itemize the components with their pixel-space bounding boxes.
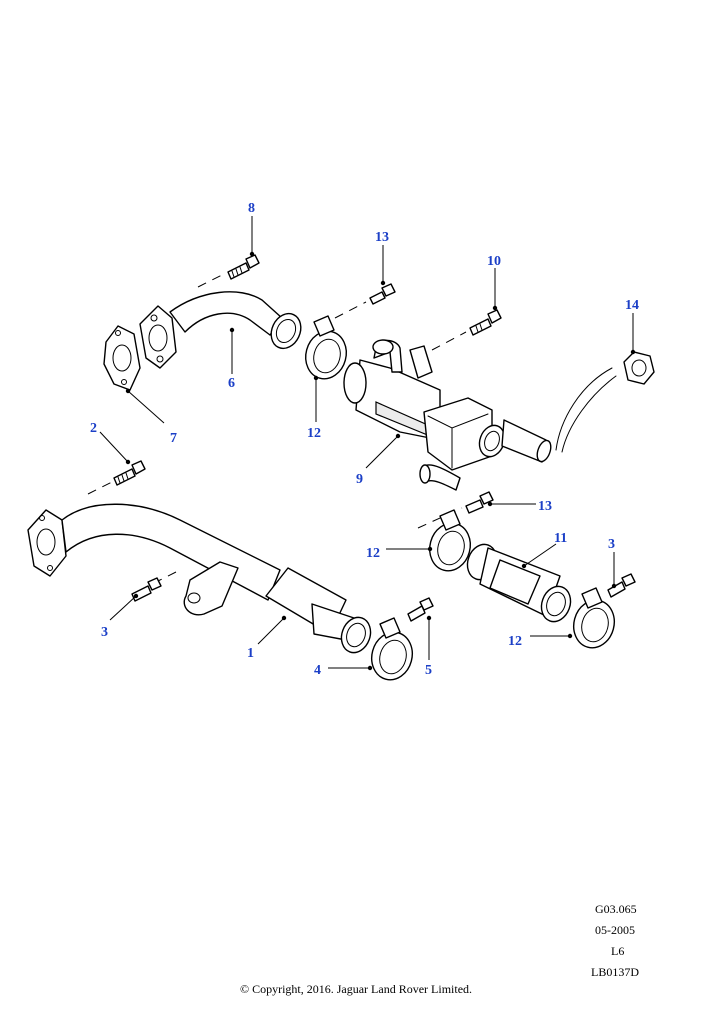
callout-13-lower[interactable]: 13 xyxy=(538,499,552,514)
callout-6[interactable]: 6 xyxy=(228,376,235,391)
callout-5[interactable]: 5 xyxy=(425,663,432,678)
callout-1[interactable]: 1 xyxy=(247,646,254,661)
callout-3-right[interactable]: 3 xyxy=(608,537,615,552)
bolt-5 xyxy=(407,597,434,622)
drawing-number: LB0137D xyxy=(591,965,639,979)
callout-10[interactable]: 10 xyxy=(487,254,501,269)
leader-lines xyxy=(99,216,636,671)
bolt-13-lower xyxy=(417,491,494,529)
bolt-8 xyxy=(197,254,260,288)
copyright-notice: © Copyright, 2016. Jaguar Land Rover Lim… xyxy=(239,982,473,996)
drawing-date: 05-2005 xyxy=(595,923,635,937)
clamp-12-middle xyxy=(429,509,471,572)
callout-8[interactable]: 8 xyxy=(248,201,255,216)
callout-2[interactable]: 2 xyxy=(90,421,97,436)
bolt-13-top xyxy=(334,283,396,319)
callout-11[interactable]: 11 xyxy=(554,531,567,546)
gasket-7 xyxy=(103,325,141,391)
pipe-1 xyxy=(27,503,372,654)
callout-12-middle[interactable]: 12 xyxy=(366,546,380,561)
callout-7[interactable]: 7 xyxy=(170,431,177,446)
callout-12-upper[interactable]: 12 xyxy=(307,426,321,441)
callout-labels: 8 13 10 14 6 7 12 9 2 13 11 3 12 3 1 4 5… xyxy=(90,201,639,678)
clamp-12-upper xyxy=(305,315,347,380)
bolt-3-left xyxy=(131,571,177,602)
clamp-4 xyxy=(371,617,413,681)
bolt-10 xyxy=(431,309,502,351)
egr-cooler-9 xyxy=(343,339,552,491)
pipe-6 xyxy=(139,291,302,369)
drawing-engine-code: L6 xyxy=(611,944,625,958)
nut-14 xyxy=(555,351,655,453)
drawing-reference-code: G03.065 xyxy=(595,902,637,916)
callout-14[interactable]: 14 xyxy=(625,298,639,313)
callout-12-lower[interactable]: 12 xyxy=(508,634,522,649)
bolt-2 xyxy=(87,460,146,495)
bolt-3-right xyxy=(607,573,636,598)
pipe-11 xyxy=(466,543,572,623)
callout-4[interactable]: 4 xyxy=(314,663,321,678)
callout-13-top[interactable]: 13 xyxy=(375,230,389,245)
clamp-12-lower xyxy=(573,587,615,649)
callout-3-left[interactable]: 3 xyxy=(101,625,108,640)
callout-9[interactable]: 9 xyxy=(356,472,363,487)
